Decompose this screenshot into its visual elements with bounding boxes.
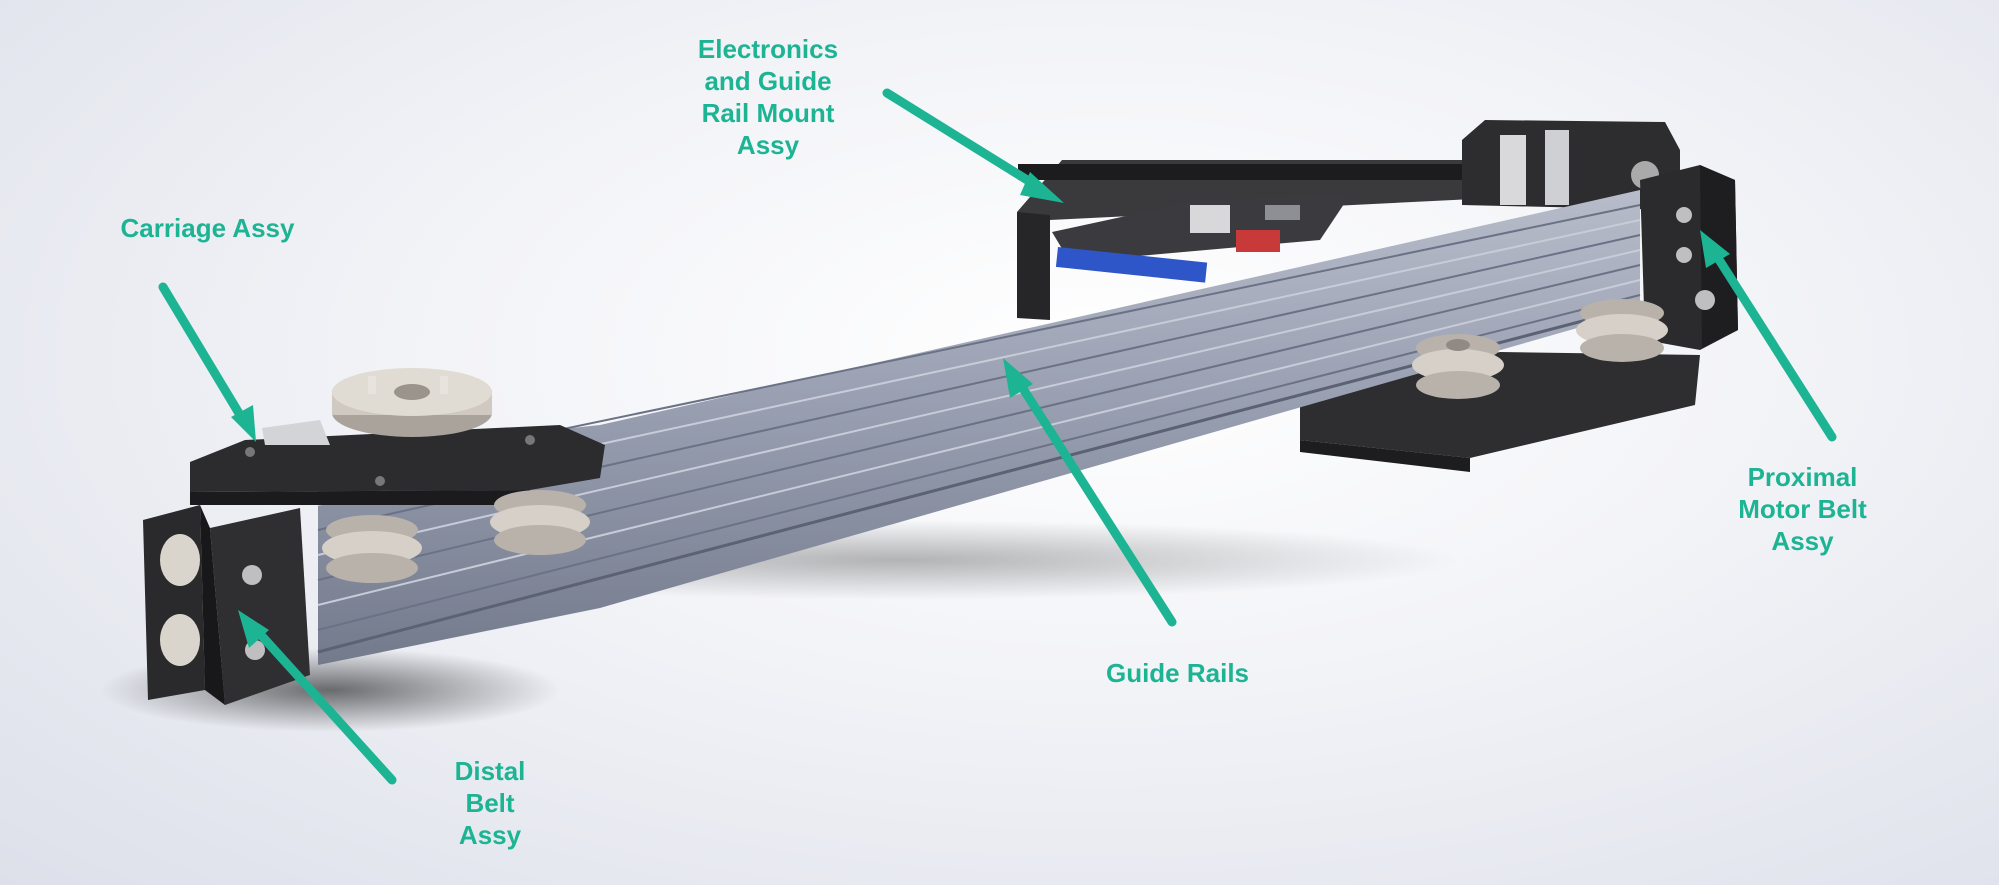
arrow-proximal [1700, 230, 1837, 442]
carriage [190, 368, 605, 505]
label-electronics-assy: Electronics and Guide Rail Mount Assy [697, 34, 839, 160]
arrow-electronics [882, 88, 1064, 203]
label-guide-rails: Guide Rails [1105, 658, 1250, 688]
stepper-motor [1462, 120, 1680, 210]
electronics-mount [1017, 160, 1496, 320]
label-carriage-assy: Carriage Assy [120, 213, 295, 243]
arrow-guide [1003, 358, 1177, 627]
rail-pulleys-right [1412, 299, 1668, 399]
label-distal-belt-assy: Distal Belt Assy [454, 756, 526, 850]
carriage-pulleys [322, 490, 590, 583]
label-proximal-motor-belt-assy: Proximal Motor Belt Assy [1738, 462, 1867, 556]
annotation-arrows [158, 88, 1837, 785]
arrow-carriage [158, 282, 256, 442]
distal-bracket [143, 505, 310, 705]
arrow-distal [238, 610, 397, 785]
